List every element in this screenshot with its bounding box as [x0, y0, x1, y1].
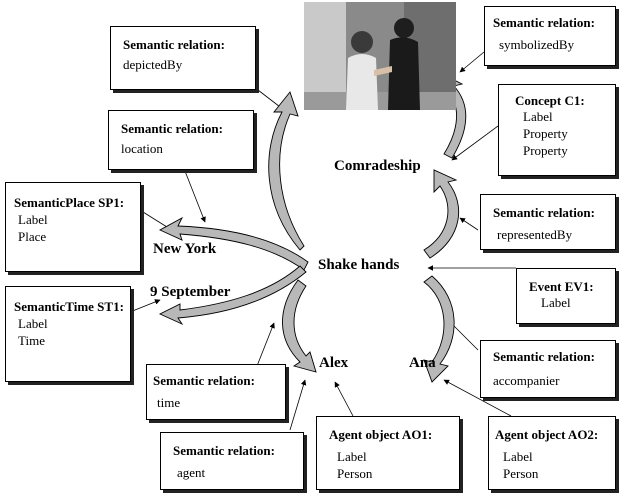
- box-semantic-place: SemanticPlace SP1: Label Place: [5, 182, 141, 272]
- photo-shake-hands: [304, 2, 456, 110]
- box-line: Time: [18, 333, 45, 348]
- box-line: location: [121, 141, 163, 156]
- box-depictedby: Semantic relation: depictedBy: [110, 26, 256, 90]
- connector-ao2: [443, 379, 512, 417]
- box-representedby: Semantic relation: representedBy: [480, 194, 616, 250]
- arrow-depictedby: [268, 91, 305, 251]
- connector-ao1: [334, 381, 354, 417]
- connector-agent: [289, 379, 307, 431]
- box-agent-ao2: Agent object AO2: Label Person: [488, 416, 616, 490]
- box-line: time: [157, 395, 181, 410]
- box-line: Property: [523, 143, 568, 158]
- box-title: Semantic relation:: [121, 121, 223, 136]
- box-accompanier: Semantic relation: accompanier: [480, 340, 616, 398]
- box-title: Semantic relation:: [123, 37, 225, 52]
- box-line: Person: [503, 466, 539, 481]
- box-agent: Semantic relation: agent: [160, 432, 304, 490]
- box-line: Label: [337, 449, 367, 464]
- connector-time-node: [129, 299, 161, 313]
- box-line: representedBy: [497, 227, 573, 242]
- photo-icon: [304, 2, 456, 110]
- box-line: depictedBy: [123, 57, 183, 72]
- box-event-ev1: Event EV1: Label: [516, 268, 616, 324]
- box-semantic-time: SemanticTime ST1: Label Time: [5, 286, 131, 382]
- node-new-york: New York: [153, 241, 217, 257]
- node-ana: Ana: [409, 355, 436, 371]
- connector-concept: [451, 125, 499, 161]
- arrow-accompanier: [423, 275, 455, 383]
- box-agent-ao1: Agent object AO1: Label Person: [316, 416, 460, 490]
- node-9-september: 9 September: [150, 284, 231, 300]
- box-title: Agent object AO1:: [329, 427, 433, 442]
- node-comradeship: Comradeship: [334, 158, 421, 174]
- box-line: accompanier: [493, 373, 560, 388]
- node-shake-hands: Shake hands: [318, 257, 400, 273]
- box-title: Concept C1:: [515, 93, 585, 108]
- node-alex: Alex: [319, 355, 349, 371]
- arrow-time: [158, 265, 307, 326]
- box-concept-c1: Concept C1: Label Property Property: [498, 84, 616, 176]
- box-title: Semantic relation:: [173, 443, 275, 458]
- connector-location: [182, 165, 206, 223]
- box-time: Semantic relation: time: [146, 364, 286, 420]
- box-line: Person: [337, 466, 373, 481]
- box-title: Semantic relation:: [493, 15, 595, 30]
- arrow-location: [158, 216, 309, 271]
- box-line: symbolizedBy: [499, 37, 575, 52]
- box-line: Property: [523, 126, 568, 141]
- box-title: Semantic relation:: [493, 349, 595, 364]
- box-line: Label: [523, 109, 553, 124]
- box-line: Label: [503, 449, 533, 464]
- box-title: Event EV1:: [529, 279, 594, 294]
- connector-lines: [129, 51, 516, 431]
- box-title: Semantic relation:: [493, 205, 595, 220]
- box-line: Label: [541, 295, 571, 310]
- connector-time: [256, 322, 275, 367]
- box-title: SemanticTime ST1:: [14, 299, 124, 314]
- curved-arrows: [158, 73, 467, 383]
- box-line: Label: [18, 316, 48, 331]
- box-title: Agent object AO2:: [495, 427, 599, 442]
- arrow-agent: [282, 279, 317, 373]
- box-line: agent: [177, 465, 206, 480]
- box-line: Label: [18, 212, 48, 227]
- box-symbolizedby: Semantic relation: symbolizedBy: [484, 6, 616, 66]
- box-title: SemanticPlace SP1:: [14, 195, 125, 210]
- box-title: Semantic relation:: [153, 373, 255, 388]
- arrow-representedby: [423, 169, 460, 259]
- connector-representedby: [459, 217, 479, 231]
- box-location: Semantic relation: location: [108, 110, 254, 170]
- box-line: Place: [18, 229, 47, 244]
- connector-symbolizedby: [459, 51, 485, 73]
